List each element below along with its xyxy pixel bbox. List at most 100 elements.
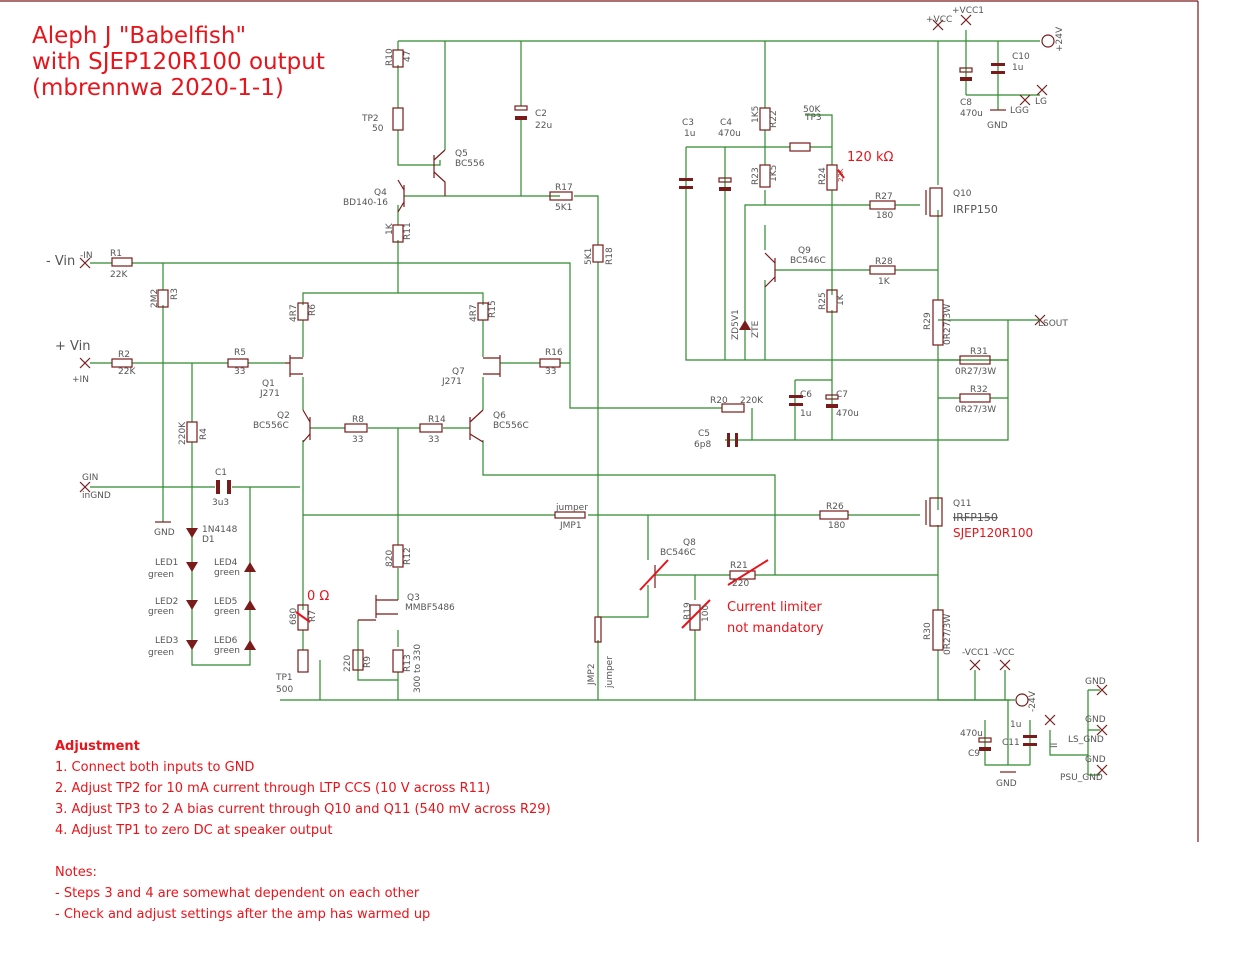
q11-value: IRFP150 bbox=[953, 511, 998, 524]
q3-value: MMBF5486 bbox=[405, 603, 455, 613]
tp1-value: 500 bbox=[276, 685, 293, 695]
r1-value: 22K bbox=[110, 270, 128, 280]
r29-ref: R29 bbox=[923, 312, 933, 330]
r3-value: 2M2 bbox=[150, 289, 160, 308]
q1-symbol bbox=[285, 355, 303, 377]
led1-value: green bbox=[148, 570, 174, 580]
r4-body bbox=[186, 421, 198, 443]
r19-ref: R19 bbox=[683, 602, 693, 620]
gnd-label-r1: GND bbox=[1085, 677, 1106, 687]
title-line-3: (mbrennwa 2020-1-1) bbox=[32, 75, 284, 101]
r24-value: 22K bbox=[837, 168, 845, 182]
c6-value: 1u bbox=[800, 409, 811, 419]
r24-annotation: 120 kΩ bbox=[847, 150, 893, 165]
r22-body bbox=[759, 107, 771, 131]
component-labels: R1 22K R2 22K 2M2 R3 220K R4 R5 33 4R7 R… bbox=[110, 48, 1030, 759]
r6-value: 4R7 bbox=[289, 304, 299, 322]
plus-vin-label: + Vin bbox=[55, 339, 90, 354]
c11-symbol bbox=[1023, 735, 1037, 746]
c9-symbol bbox=[978, 737, 992, 751]
psu-gnd-label: PSU_GND bbox=[1060, 773, 1103, 783]
r25-body bbox=[826, 289, 838, 313]
q7-symbol bbox=[483, 355, 501, 377]
frame bbox=[0, 0, 1199, 842]
c9-ref: C9 bbox=[968, 749, 980, 759]
q8-value: BC546C bbox=[660, 548, 696, 558]
r28-ref: R28 bbox=[875, 257, 893, 267]
r13-value: 300 to 330 bbox=[413, 644, 423, 693]
r25-ref: R25 bbox=[818, 292, 828, 310]
r8-ref: R8 bbox=[352, 415, 364, 425]
r16-body bbox=[539, 358, 561, 368]
notes-item-2: - Check and adjust settings after the am… bbox=[55, 907, 431, 922]
r32-body bbox=[959, 393, 991, 403]
r30-body bbox=[932, 609, 944, 651]
r17-body bbox=[549, 191, 573, 201]
r15-body bbox=[477, 302, 489, 321]
r31-value: 0R27/3W bbox=[955, 367, 996, 377]
port-labels: - Vin -IN + Vin +IN GIN inGND GND LSOUT … bbox=[46, 6, 1106, 789]
r9-body bbox=[352, 649, 364, 671]
resistors bbox=[111, 49, 991, 673]
r20-body bbox=[721, 403, 745, 413]
r6-ref: R6 bbox=[308, 304, 318, 316]
tp2-ref: TP2 bbox=[361, 114, 379, 124]
r21-ref: R21 bbox=[730, 561, 748, 571]
lg-label: LG bbox=[1035, 97, 1047, 107]
r25-value: 1K bbox=[836, 293, 846, 306]
r7-body bbox=[297, 604, 309, 631]
r28-body bbox=[869, 265, 896, 275]
q5-value: BC556 bbox=[455, 159, 485, 169]
r5-body bbox=[227, 358, 249, 368]
gnd-label-r3: GND bbox=[1085, 755, 1106, 765]
minus-in-port bbox=[79, 257, 91, 269]
vcc-port bbox=[932, 19, 944, 31]
r3-body bbox=[157, 289, 169, 308]
r11-ref: R11 bbox=[403, 222, 413, 240]
r18-body bbox=[592, 244, 604, 263]
tp2-value: 50 bbox=[372, 124, 384, 134]
q10-ref: Q10 bbox=[953, 189, 972, 199]
title-line-1: Aleph J "Babelfish" bbox=[32, 23, 247, 49]
led4-value: green bbox=[214, 568, 240, 578]
ii-label: II bbox=[1050, 743, 1060, 748]
q11-ref: Q11 bbox=[953, 499, 972, 509]
r32-ref: R32 bbox=[970, 385, 988, 395]
q9-ref: Q9 bbox=[798, 246, 811, 256]
r5-ref: R5 bbox=[234, 348, 246, 358]
r3-ref: R3 bbox=[170, 288, 180, 300]
c8-value: 470u bbox=[960, 109, 983, 119]
c5-ref: C5 bbox=[698, 429, 710, 439]
tp1-ref: TP1 bbox=[275, 673, 293, 683]
r14-ref: R14 bbox=[428, 415, 446, 425]
c11-ref: C11 bbox=[1002, 738, 1020, 748]
q5-symbol bbox=[433, 149, 446, 196]
r6-body bbox=[297, 302, 309, 321]
q1-value: J271 bbox=[259, 389, 280, 399]
led3-symbol bbox=[186, 640, 198, 650]
q4-symbol bbox=[397, 179, 405, 213]
capacitors bbox=[216, 63, 1037, 751]
r22-ref: R22 bbox=[769, 110, 779, 128]
q3-ref: Q3 bbox=[407, 593, 420, 603]
r26-body bbox=[819, 510, 849, 520]
c4-value: 470u bbox=[718, 129, 741, 139]
q4-ref: Q4 bbox=[374, 188, 387, 198]
gin-label: GIN bbox=[82, 473, 98, 483]
zd-symbol bbox=[739, 320, 751, 330]
wiring bbox=[90, 30, 1100, 776]
plus-in-label: +IN bbox=[72, 375, 89, 385]
c1-value: 3u3 bbox=[212, 498, 229, 508]
r29-value: 0R27/3W bbox=[943, 304, 953, 345]
r21-body bbox=[729, 570, 756, 580]
r24-body bbox=[826, 164, 838, 191]
r9-value: 220 bbox=[343, 655, 353, 672]
r2-ref: R2 bbox=[118, 350, 130, 360]
led2-value: green bbox=[148, 607, 174, 617]
transistors bbox=[285, 149, 943, 621]
q1-ref: Q1 bbox=[262, 379, 275, 389]
r10-ref: R10 bbox=[385, 48, 395, 66]
q9-value: BC546C bbox=[790, 256, 826, 266]
adjustment-step-4: 4. Adjust TP1 to zero DC at speaker outp… bbox=[55, 823, 333, 838]
gnd-port-3 bbox=[1096, 764, 1108, 776]
